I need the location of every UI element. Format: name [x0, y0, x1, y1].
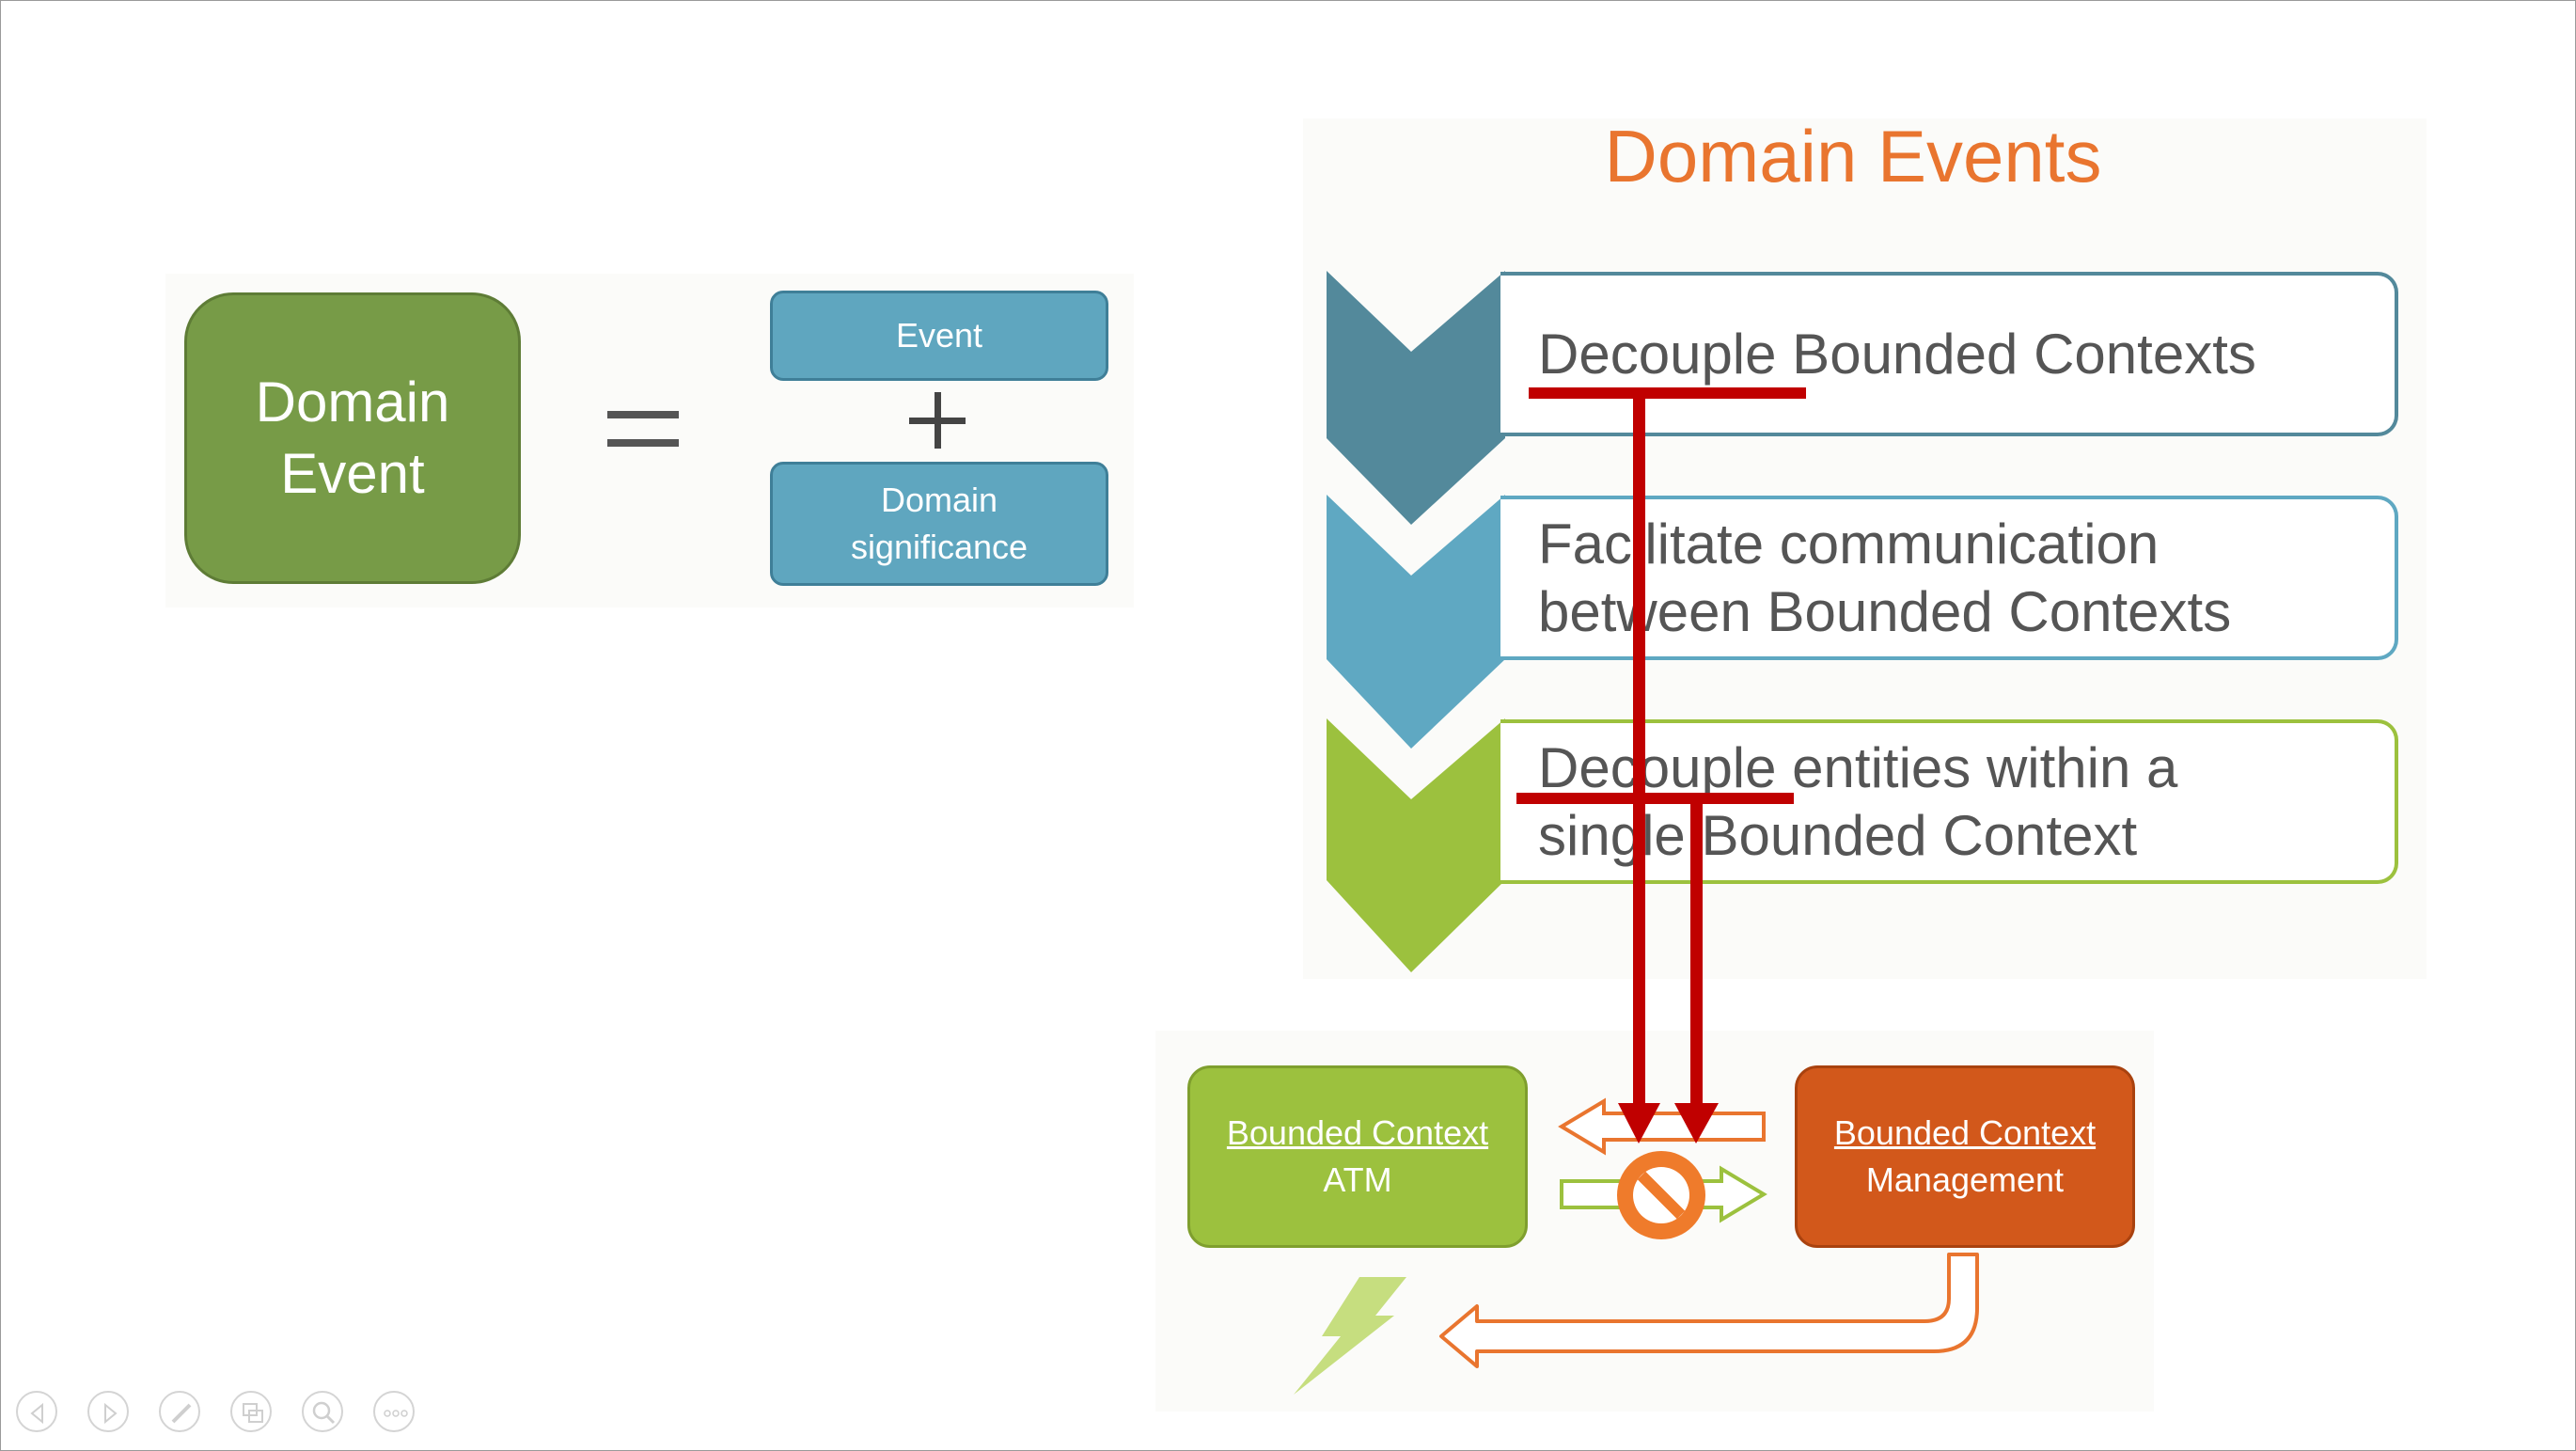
previous-icon — [30, 1402, 43, 1425]
chevron-2-icon — [1327, 495, 1505, 749]
zoom-button[interactable] — [302, 1391, 343, 1432]
more-icon — [384, 1410, 408, 1417]
domain-significance-label: Domain significance — [850, 481, 1029, 566]
zoom-icon — [312, 1401, 336, 1425]
bounded-context-management-name: Management — [1865, 1160, 2065, 1199]
event-box: Event — [770, 291, 1108, 381]
slides-button[interactable] — [230, 1391, 272, 1432]
step-2: Facilitate communication between Bounded… — [1500, 496, 2398, 660]
chevron-3-icon — [1327, 718, 1505, 972]
step-2-text: Facilitate communication between Bounded… — [1538, 512, 2232, 643]
plus-sign — [909, 392, 966, 449]
bounded-context-management-link[interactable]: Bounded Context — [1833, 1113, 2097, 1152]
bounded-context-atm-link[interactable]: Bounded Context — [1226, 1113, 1489, 1152]
next-icon — [104, 1402, 118, 1425]
page-title: Domain Events — [1604, 115, 2102, 197]
step-3: Decouple entities within a single Bounde… — [1500, 719, 2398, 884]
bounded-context-atm-name: ATM — [1323, 1160, 1392, 1199]
domain-event-box: Domain Event — [184, 292, 521, 584]
pen-button[interactable] — [159, 1391, 200, 1432]
more-button[interactable] — [373, 1391, 415, 1432]
bounded-context-atm: Bounded Context ATM — [1187, 1065, 1528, 1248]
equals-sign — [607, 411, 679, 454]
chevron-1-icon — [1327, 271, 1505, 525]
domain-significance-box: Domain significance — [770, 462, 1108, 586]
pen-icon — [171, 1403, 192, 1424]
chevrons — [1327, 271, 1505, 972]
previous-button[interactable] — [16, 1391, 57, 1432]
step-3-text: Decouple entities within a single Bounde… — [1538, 735, 2178, 867]
domain-event-label: Domain Event — [255, 371, 450, 505]
next-button[interactable] — [87, 1391, 129, 1432]
slides-icon — [243, 1403, 263, 1423]
event-label: Event — [895, 316, 983, 355]
step-1: Decouple Bounded Contexts — [1500, 272, 2398, 436]
bounded-context-management: Bounded Context Management — [1795, 1065, 2135, 1248]
step-1-text: Decouple Bounded Contexts — [1538, 322, 2256, 386]
